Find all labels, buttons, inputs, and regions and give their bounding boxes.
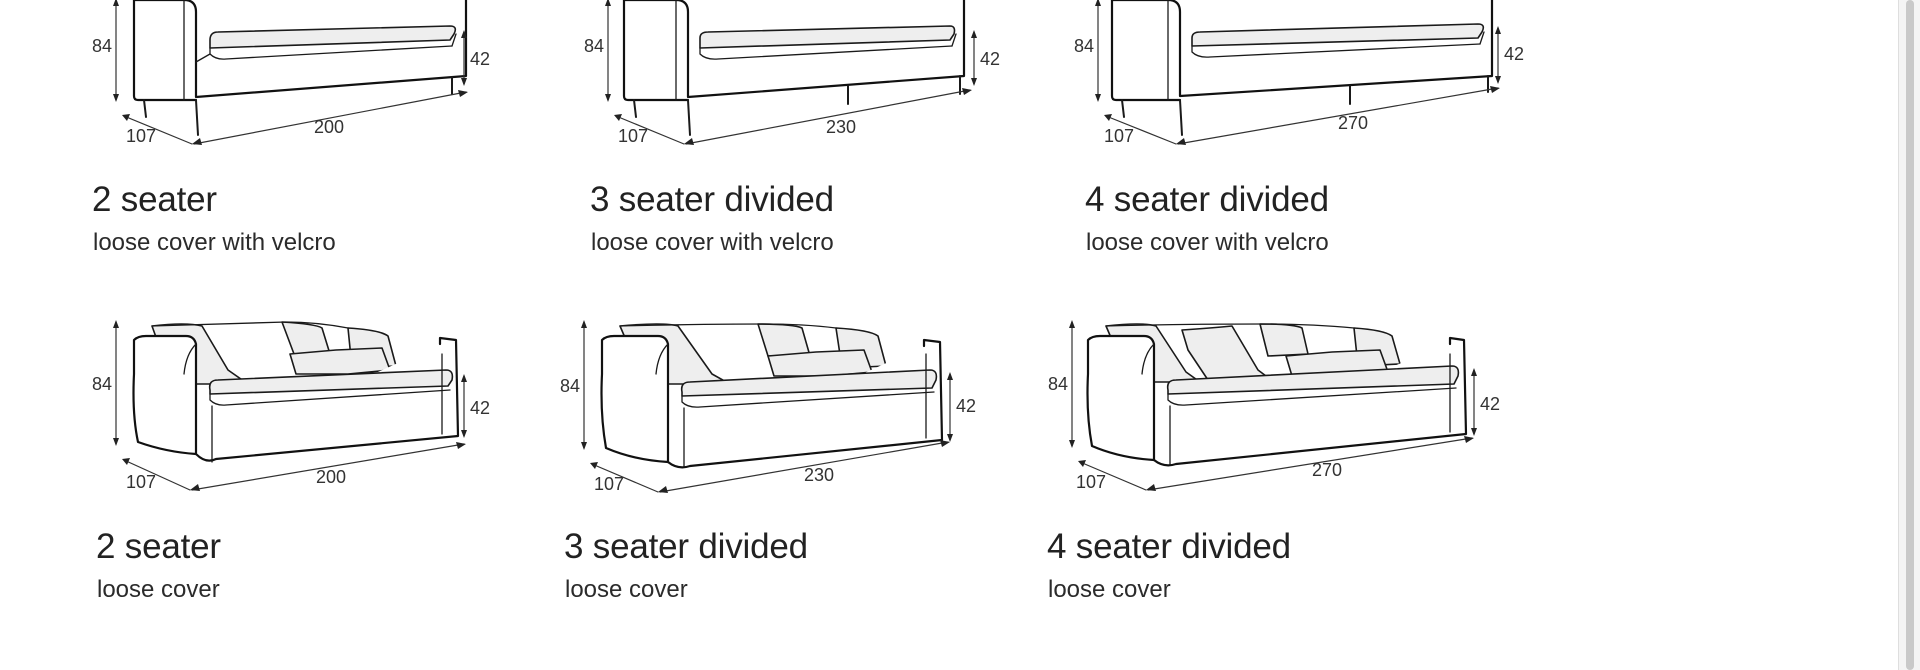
dim-seat-height: 42 [470,398,490,418]
product-subtitle: loose cover with velcro [1086,229,1329,256]
dim-height: 84 [92,374,112,394]
product-3-seater-divided-loose: 84 42 107 230 [554,314,994,494]
scrollbar-thumb[interactable] [1906,0,1914,670]
dim-width: 230 [826,117,856,137]
dim-depth: 107 [1076,472,1106,492]
sofa-drawing-3-seater-loose: 84 42 107 230 [560,320,976,494]
dim-height: 84 [1074,36,1094,56]
dim-width: 230 [804,465,834,485]
product-subtitle: loose cover with velcro [591,229,834,256]
dim-depth: 107 [594,474,624,494]
dim-width: 200 [314,117,344,137]
dim-seat-height: 42 [470,49,490,69]
product-title: 3 seater divided [590,180,834,219]
dim-height: 84 [584,36,604,56]
dim-seat-height: 42 [956,396,976,416]
sofa-drawing-4-seater-velcro: 84 42 107 270 [1074,0,1524,146]
dim-width: 200 [316,467,346,487]
sofa-drawing-4-seater-loose: 84 42 107 270 [1048,320,1500,492]
dim-depth: 107 [126,126,156,146]
sofa-drawing-3-seater-velcro: 84 42 107 230 [584,0,1000,146]
product-subtitle: loose cover [1048,576,1171,603]
product-title: 4 seater divided [1047,527,1291,566]
product-3-seater-divided-velcro: 84 42 107 230 [578,0,1008,157]
product-title: 4 seater divided [1085,180,1329,219]
product-2-seater-velcro: 84 42 107 200 [86,0,516,157]
dim-height: 84 [92,36,112,56]
product-title: 2 seater [92,180,217,219]
dim-height: 84 [560,376,580,396]
product-title: 2 seater [96,527,221,566]
product-subtitle: loose cover [97,576,220,603]
scrollbar-track[interactable] [1898,0,1920,670]
dim-seat-height: 42 [1504,44,1524,64]
dim-seat-height: 42 [980,49,1000,69]
product-subtitle: loose cover with velcro [93,229,336,256]
product-title: 3 seater divided [564,527,808,566]
dim-depth: 107 [618,126,648,146]
product-4-seater-divided-loose: 84 42 107 270 [1032,314,1512,494]
product-subtitle: loose cover [565,576,688,603]
product-4-seater-divided-velcro: 84 42 107 270 [1058,0,1538,157]
sofa-drawing-2-seater-velcro: 84 42 107 200 [92,0,490,146]
product-2-seater-loose: 84 42 107 200 [86,314,516,494]
dim-depth: 107 [1104,126,1134,146]
sofa-drawing-2-seater-loose: 84 42 107 200 [92,320,490,492]
dim-depth: 107 [126,472,156,492]
dim-height: 84 [1048,374,1068,394]
dim-width: 270 [1312,460,1342,480]
dim-width: 270 [1338,113,1368,133]
dim-seat-height: 42 [1480,394,1500,414]
